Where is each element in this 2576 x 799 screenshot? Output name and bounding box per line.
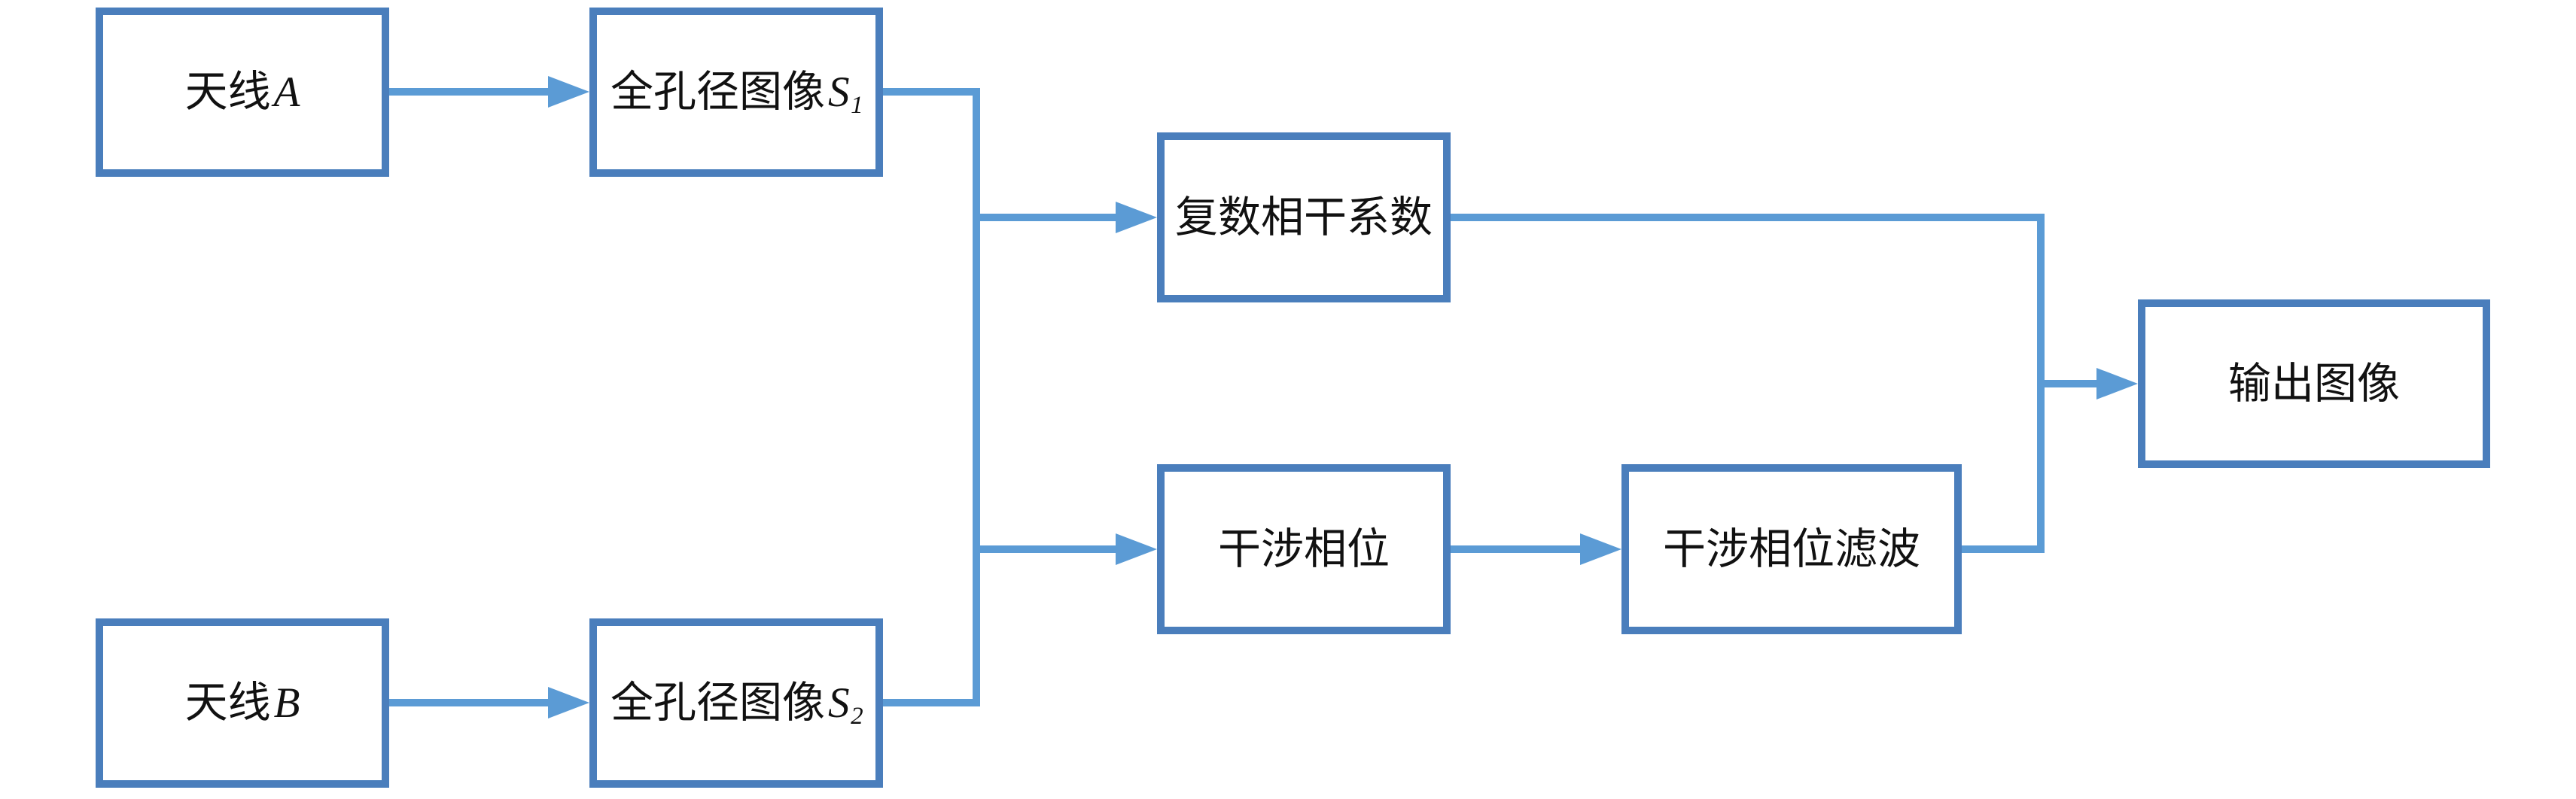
edge-antenna-a-to-s1-line [389,88,550,96]
edge-phase-to-filter-line [1451,545,1582,553]
edge-trunk-to-output-line [2037,380,2099,387]
edge-trunk-to-phase-line [973,545,1117,553]
edge-trunk-to-coherence-arrowhead-icon [1116,202,1157,233]
edge-antenna-a-to-s1-arrowhead-icon [548,76,589,108]
edge-left-trunk-vertical-line [973,88,980,706]
node-s1-symbol: S [827,68,850,116]
node-interferometric-phase-filtering: 干涉相位滤波 [1621,464,1962,634]
node-complex-coherence: 复数相干系数 [1157,132,1451,302]
node-antenna-a-symbol: A [273,68,300,116]
node-s1-subscript: 1 [851,92,863,120]
node-filter-label: 干涉相位滤波 [1663,525,1920,573]
edge-s2-out-line [883,699,980,706]
edge-coherence-out-line [1451,214,2045,221]
edge-antenna-b-to-s2-line [389,699,550,706]
node-antenna-a-label: 天线 [184,68,271,116]
node-antenna-b-label: 天线 [184,679,271,727]
node-phase-label: 干涉相位 [1218,525,1390,573]
edge-phase-to-filter-arrowhead-icon [1580,533,1621,565]
node-antenna-b-symbol: B [273,679,300,727]
node-coherence-label: 复数相干系数 [1175,193,1433,242]
node-s2-label: 全孔径图像 [610,679,825,727]
node-s2-symbol: S [827,679,850,727]
edge-filter-out-line [1962,545,2045,553]
node-interferometric-phase: 干涉相位 [1157,464,1451,634]
node-s1-label: 全孔径图像 [610,68,825,116]
edge-trunk-to-output-arrowhead-icon [2096,368,2138,400]
node-output-image: 输出图像 [2138,299,2490,468]
edge-antenna-b-to-s2-arrowhead-icon [548,687,589,718]
node-s2-subscript: 2 [851,703,863,731]
edge-s1-out-line [883,88,980,96]
edge-trunk-to-coherence-line [973,214,1117,221]
edge-trunk-to-phase-arrowhead-icon [1116,533,1157,565]
node-output-label: 输出图像 [2228,360,2400,408]
